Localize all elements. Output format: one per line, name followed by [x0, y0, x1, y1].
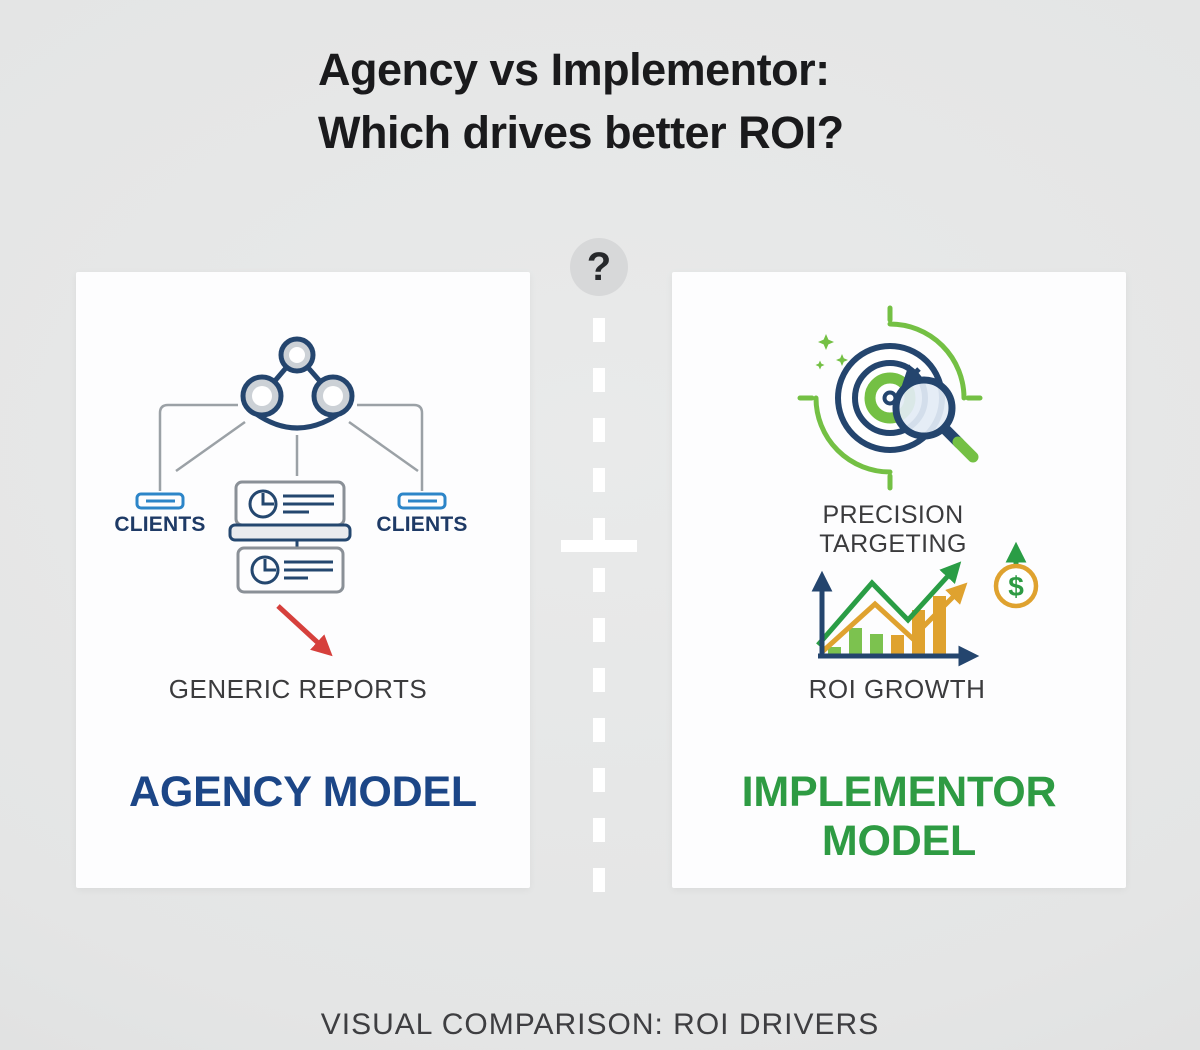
growth-chart-icon — [811, 561, 980, 667]
precision-targeting-label-line1: PRECISION — [822, 501, 964, 529]
dollar-coin-icon: $ — [993, 541, 1039, 609]
network-icon — [240, 336, 355, 431]
precision-targeting-label-line2: TARGETING — [819, 530, 967, 558]
page-title: Agency vs Implementor: Which drives bett… — [318, 38, 844, 164]
roi-growth-label: ROI GROWTH — [808, 674, 986, 704]
agency-illustration — [135, 336, 447, 657]
agency-model-title: AGENCY MODEL — [128, 768, 477, 816]
title-line-1: Agency vs Implementor: — [318, 44, 830, 95]
clients-device-icon-right — [397, 492, 447, 510]
footer-caption: VISUAL COMPARISON: ROI DRIVERS — [320, 1008, 880, 1041]
target-magnifier-icon — [835, 343, 979, 463]
implementor-card: $ PRECISION TARGETING ROI GROWTH IMPLEME… — [672, 272, 1126, 888]
title-line-2: Which drives better ROI? — [318, 107, 844, 158]
divider-center-bar — [561, 540, 637, 552]
divider-dashed-line — [593, 318, 605, 914]
implementor-model-title: IMPLEMENTOR MODEL — [741, 768, 1057, 865]
dollar-sign: $ — [1008, 571, 1024, 602]
question-mark-badge: ? — [570, 238, 628, 296]
question-mark: ? — [586, 244, 612, 289]
generic-reports-label: GENERIC REPORTS — [168, 674, 428, 704]
report-card-icon — [228, 480, 352, 594]
red-decline-arrow-icon — [276, 604, 333, 657]
rotation-arcs-icon — [797, 305, 983, 491]
clients-label-left: CLIENTS — [114, 513, 206, 536]
implementor-illustration: $ — [797, 305, 1039, 667]
clients-device-icon-left — [135, 492, 185, 510]
connector-lines — [158, 403, 424, 491]
sparkles-icon — [815, 334, 848, 370]
agency-card: CLIENTS CLIENTS GENERIC REPORTS AGENCY M… — [76, 272, 530, 888]
clients-label-right: CLIENTS — [376, 513, 468, 536]
